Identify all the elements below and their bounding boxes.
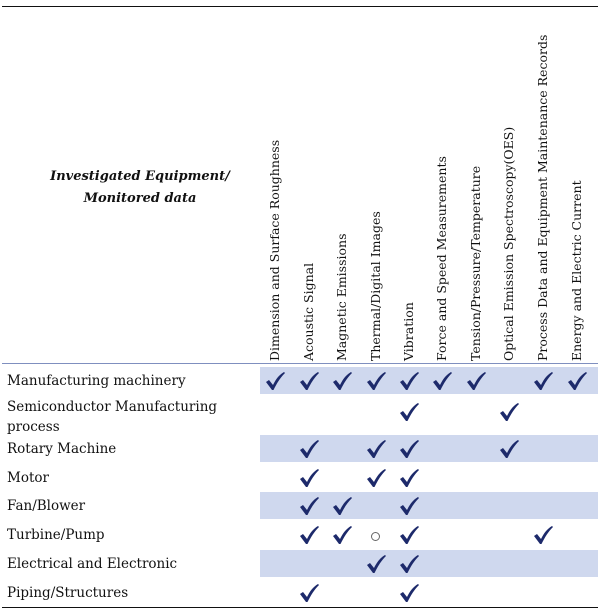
column-header-9: Process Data and Equipment Maintenance R…: [534, 11, 552, 361]
row-label-line: Motor: [7, 470, 49, 486]
table-row: Fan/Blower: [2, 492, 598, 519]
column-header-label: Thermal/Digital Images: [368, 211, 383, 361]
check-icon: [365, 553, 387, 575]
row-shading: [260, 435, 598, 462]
column-header-4: Thermal/Digital Images: [367, 11, 385, 361]
check-icon: [532, 370, 554, 392]
column-header-label: Magnetic Emissions: [334, 233, 349, 362]
check-icon: [398, 524, 420, 546]
corner-header-line-2: Monitored data: [83, 191, 197, 206]
check-icon: [331, 495, 353, 517]
row-label-line: Manufacturing machinery: [7, 373, 186, 389]
check-icon: [298, 582, 320, 604]
check-icon: [365, 467, 387, 489]
check-icon: [398, 582, 420, 604]
header-divider: [2, 363, 598, 364]
column-header-1: Dimension and Surface Roughness: [266, 11, 284, 361]
column-header-3: Magnetic Emissions: [333, 11, 351, 362]
check-icon: [298, 524, 320, 546]
row-label: Rotary Machine: [7, 439, 116, 459]
row-label-line: Turbine/Pump: [7, 527, 105, 543]
check-icon: [398, 495, 420, 517]
row-shading: [260, 492, 598, 519]
check-icon: [298, 467, 320, 489]
table-row: Piping/Structures: [2, 579, 598, 606]
check-icon: [331, 524, 353, 546]
check-icon: [298, 495, 320, 517]
column-header-8: Optical Emission Spectroscopy(OES): [500, 11, 518, 361]
row-label-line: Rotary Machine: [7, 441, 117, 457]
column-header-label: Force and Speed Measurements: [434, 156, 449, 361]
row-shading: [260, 550, 598, 577]
column-header-label: Dimension and Surface Roughness: [267, 139, 282, 361]
row-label: Fan/Blower: [7, 496, 85, 516]
row-label: Semiconductor Manufacturing process: [7, 397, 217, 437]
row-label: Turbine/Pump: [7, 525, 105, 545]
check-icon: [566, 370, 588, 392]
corner-header-line-1: Investigated Equipment/: [50, 169, 230, 184]
table-row: Semiconductor Manufacturing process: [2, 396, 598, 437]
check-icon: [398, 553, 420, 575]
column-header-label: Optical Emission Spectroscopy(OES): [501, 126, 516, 361]
column-header-6: Force and Speed Measurements: [433, 11, 451, 361]
column-header-2: Acoustic Signal: [300, 11, 318, 361]
column-header-7: Tension/Pressure/Temperature: [467, 11, 485, 361]
check-icon: [298, 370, 320, 392]
row-label-line: process: [7, 419, 60, 435]
table-row: Manufacturing machinery: [2, 367, 598, 394]
check-icon: [365, 370, 387, 392]
table-row: Motor: [2, 464, 598, 491]
check-icon: [431, 370, 453, 392]
corner-header: Investigated Equipment/ Monitored data: [10, 166, 270, 210]
check-icon: [398, 467, 420, 489]
column-header-5: Vibration: [400, 11, 418, 361]
check-icon: [398, 370, 420, 392]
check-icon: [498, 438, 520, 460]
circle-icon: [371, 531, 380, 541]
column-header-label: Vibration: [401, 302, 416, 361]
table-row: Electrical and Electronic: [2, 550, 598, 577]
row-label: Manufacturing machinery: [7, 371, 186, 391]
column-header-10: Energy and Electric Current: [568, 11, 586, 361]
check-icon: [365, 438, 387, 460]
table-row: Rotary Machine: [2, 435, 598, 462]
check-icon: [331, 370, 353, 392]
row-label-line: Piping/Structures: [7, 585, 129, 601]
row-label-line: Fan/Blower: [7, 498, 86, 514]
table-row: Turbine/Pump: [2, 521, 598, 548]
check-icon: [465, 370, 487, 392]
row-label: Piping/Structures: [7, 583, 128, 603]
check-icon: [264, 370, 286, 392]
row-label: Motor: [7, 468, 49, 488]
check-icon: [498, 401, 520, 423]
row-label-line: Electrical and Electronic: [7, 556, 178, 572]
row-shading: [260, 367, 598, 394]
column-header-label: Process Data and Equipment Maintenance R…: [535, 34, 550, 361]
column-header-label: Energy and Electric Current: [569, 180, 584, 361]
check-icon: [532, 524, 554, 546]
check-icon: [298, 438, 320, 460]
column-header-label: Tension/Pressure/Temperature: [468, 165, 483, 361]
row-label: Electrical and Electronic: [7, 554, 177, 574]
check-icon: [398, 401, 420, 423]
row-label-line: Semiconductor Manufacturing: [7, 399, 218, 415]
table-top-rule: [2, 6, 598, 7]
check-icon: [398, 438, 420, 460]
column-header-label: Acoustic Signal: [301, 262, 316, 361]
table-bottom-rule: [2, 607, 598, 608]
